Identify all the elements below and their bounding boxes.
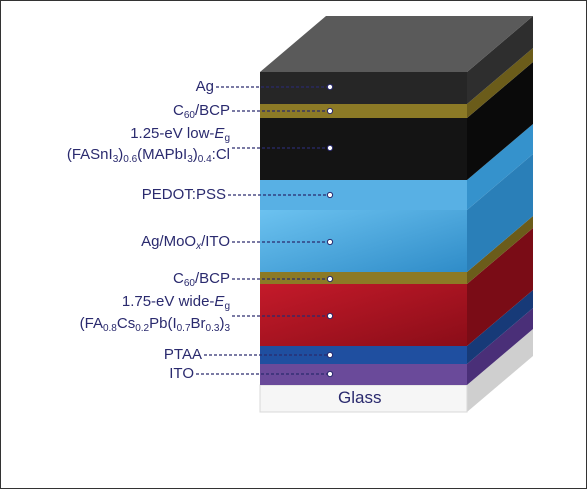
label-glass: Glass <box>338 388 382 407</box>
label-wide-eg-line2: (FA0.8Cs0.2Pb(I0.7Br0.3)3 <box>79 315 230 334</box>
label-c60-top: C60/BCP <box>173 102 230 121</box>
ito-side <box>467 308 533 385</box>
label-ptaa: PTAA <box>163 346 202 363</box>
dot-c60-top <box>326 107 334 115</box>
ag-layer <box>260 72 467 104</box>
c60-bottom-layer <box>260 272 467 284</box>
label-low-eg-line1: 1.25-eV low-Eg <box>130 125 230 144</box>
c60-top-layer <box>260 104 467 118</box>
agmoo-layer <box>260 210 467 272</box>
wide-eg-side <box>467 228 533 346</box>
glass-side <box>467 329 533 412</box>
glass-layer <box>259 384 468 413</box>
label-ag: Ag <box>195 78 214 95</box>
pedot-layer <box>260 180 467 210</box>
dot-ptaa <box>326 351 334 359</box>
dot-wide-eg <box>326 312 334 320</box>
low-eg-layer <box>260 118 467 180</box>
label-low-eg-line2: (FASnI3)0.6(MAPbI3)0.4:Cl <box>66 146 230 165</box>
dot-ito <box>326 370 334 378</box>
c60-top-side <box>467 48 533 118</box>
ptaa-side <box>467 290 533 364</box>
dot-c60-bottom <box>326 275 334 283</box>
label-pedot: PEDOT:PSS <box>141 186 226 203</box>
label-ito: ITO <box>169 365 194 382</box>
dot-agmoo <box>326 238 334 246</box>
dot-pedot <box>326 191 334 199</box>
ag-top-face <box>260 16 533 72</box>
label-c60-bottom: C60/BCP <box>173 270 230 289</box>
ito-layer <box>260 364 467 385</box>
ptaa-layer <box>260 346 467 364</box>
agmoo-side <box>467 154 533 272</box>
dot-low-eg <box>326 144 334 152</box>
low-eg-side <box>467 62 533 180</box>
label-agmoo: Ag/MoOx/ITO <box>141 233 230 252</box>
label-wide-eg-line1: 1.75-eV wide-Eg <box>121 293 230 312</box>
wide-eg-layer <box>260 284 467 346</box>
pedot-side <box>467 124 533 210</box>
ag-side <box>467 16 533 104</box>
c60-bottom-side <box>467 216 533 284</box>
dot-ag <box>326 83 334 91</box>
